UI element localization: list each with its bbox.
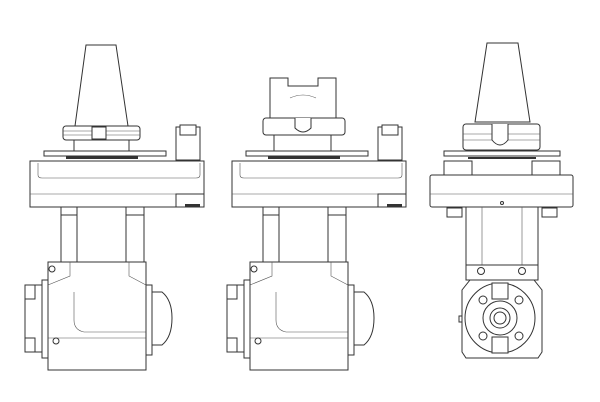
column: [465, 206, 539, 266]
angle-head-body: [47, 261, 147, 371]
flange-right: [145, 284, 153, 356]
key-slot: [91, 126, 107, 140]
side-view-center: [226, 77, 407, 371]
connector-cap: [179, 124, 197, 136]
taper-neck: [73, 139, 130, 152]
stop-plate: [43, 150, 167, 157]
side-view-left: [24, 44, 205, 371]
hsk-shank: [269, 77, 337, 119]
front-view-right: [429, 42, 574, 359]
taper-shank: [474, 42, 531, 123]
spindle-nose: [151, 291, 173, 346]
taper-shank: [74, 44, 129, 127]
angle-head-body: [249, 261, 349, 371]
